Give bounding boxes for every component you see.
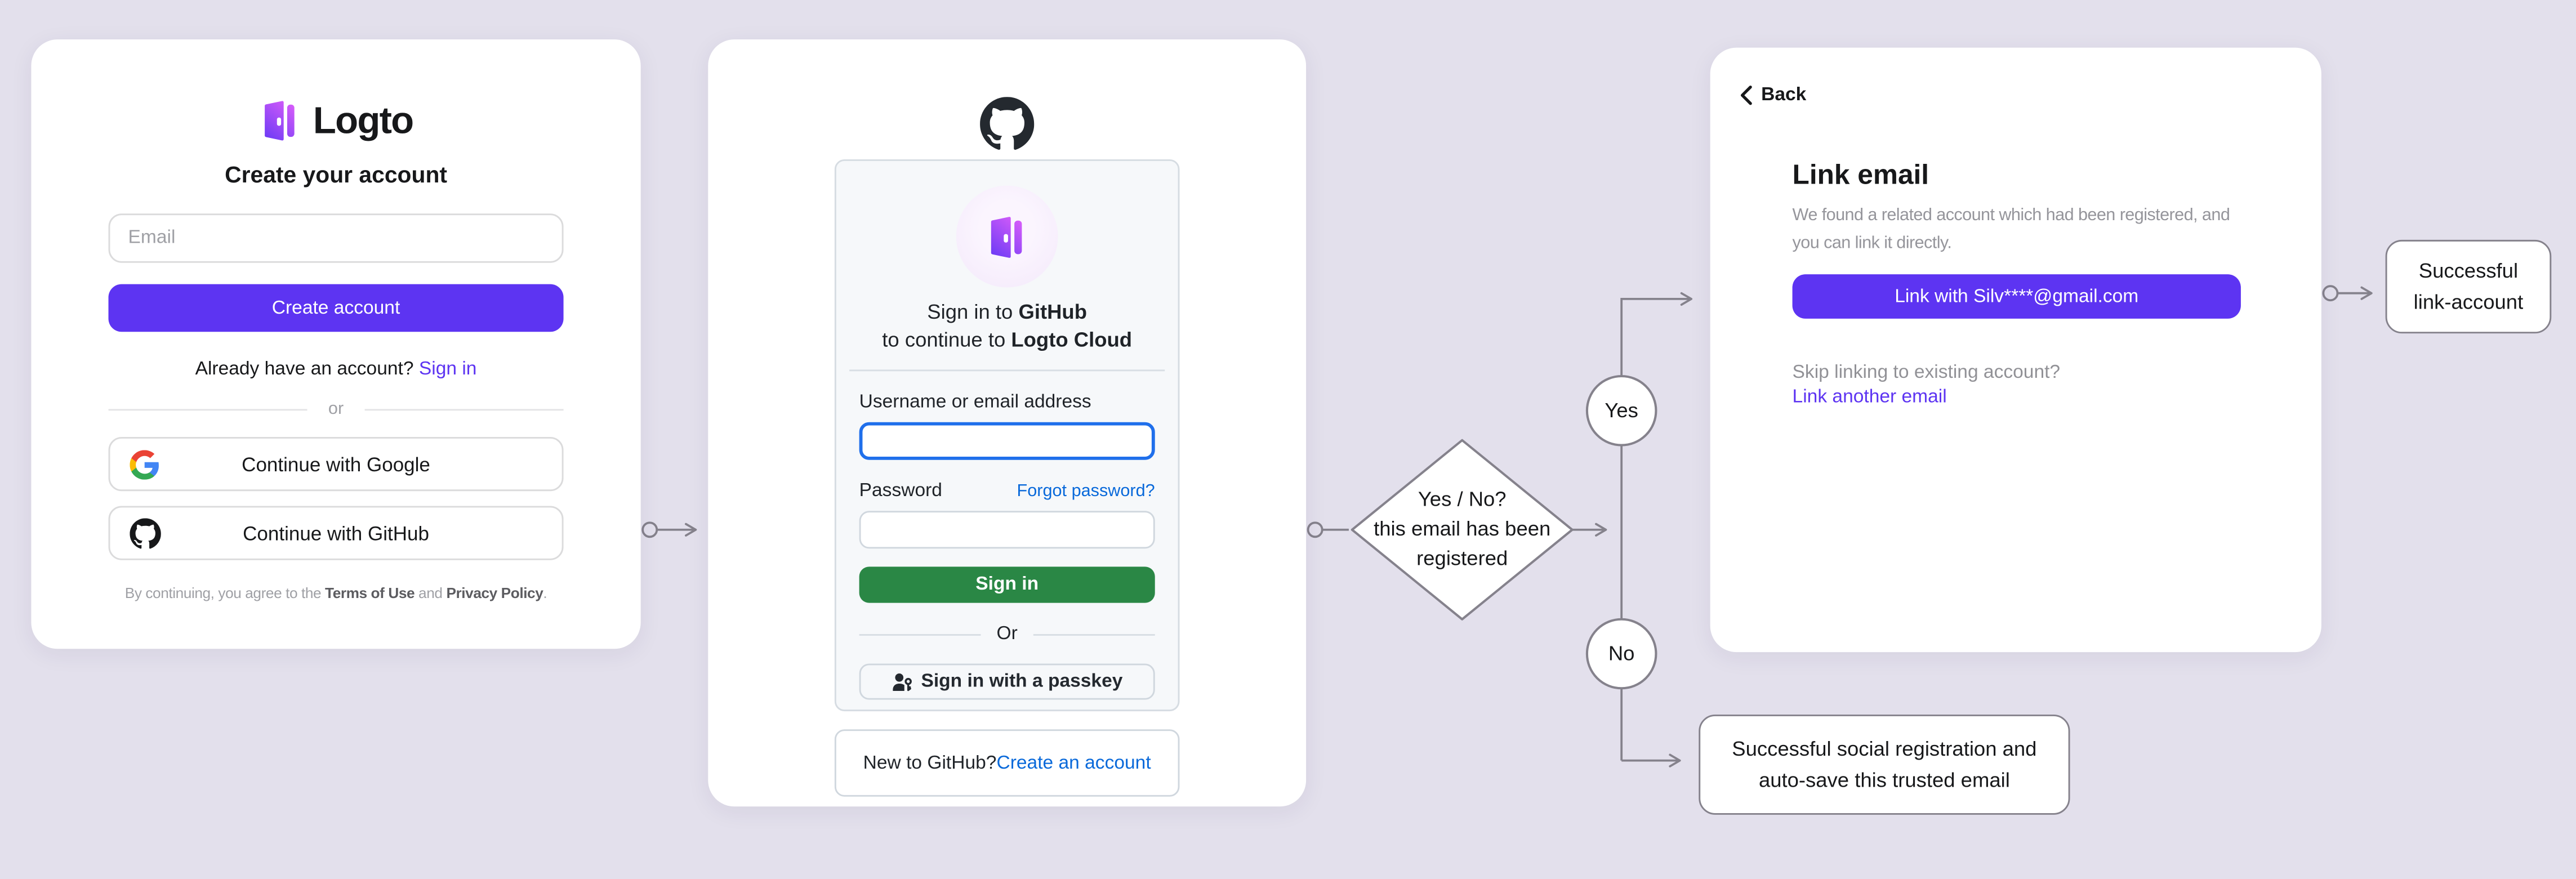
terms-suffix: . (543, 584, 547, 601)
new-to-github-prompt: New to GitHub? (863, 753, 997, 773)
divider-line (108, 408, 307, 410)
decision-diamond (1351, 439, 1574, 621)
link-email-content: Link email We found a related account wh… (1792, 159, 2241, 407)
signup-title: Create your account (225, 160, 447, 188)
passkey-label: Sign in with a passkey (921, 672, 1123, 692)
decision-label: Yes / No? this email has been registered (1374, 488, 1551, 570)
google-icon (130, 449, 159, 479)
continue-to-line: to continue to Logto Cloud (859, 328, 1155, 351)
back-label: Back (1761, 85, 1807, 105)
logto-wordmark: Logto (313, 99, 414, 141)
terms-prefix: By continuing, you agree to the (124, 584, 326, 601)
link-email-description: We found a related account which had bee… (1792, 205, 2230, 253)
new-to-github-box: New to GitHub? Create an account (834, 729, 1180, 797)
divider-line (859, 633, 981, 635)
password-row: Password Forgot password? (859, 481, 1155, 501)
signin-to-github: GitHub (1018, 300, 1088, 324)
chevron-left-icon (1740, 85, 1753, 105)
signin-prompt: Already have an account? (195, 359, 419, 380)
outcome-link-account-box: Successful link-account (2385, 239, 2552, 334)
github-signin-button[interactable]: Sign in (859, 566, 1155, 603)
gh-or-label: Or (996, 624, 1018, 644)
connector-start-dot (1307, 521, 1323, 538)
yes-label: Yes (1605, 399, 1638, 422)
connector-start-dot (641, 521, 658, 538)
github-signin-card: Sign in to GitHub to continue to Logto C… (708, 39, 1307, 807)
terms-mid: and (415, 584, 447, 601)
signin-to-prefix: Sign in to (927, 300, 1019, 324)
no-node (1585, 618, 1657, 690)
link-email-card: Back Link email We found a related accou… (1710, 47, 2321, 653)
continue-to-app: Logto Cloud (1011, 328, 1133, 352)
logto-logo: Logto (109, 99, 564, 143)
signup-card: Logto Create your account Create account… (31, 39, 641, 649)
connector-start-dot (2322, 285, 2339, 302)
gh-or-divider: Or (859, 624, 1155, 644)
passkey-icon (892, 671, 913, 693)
create-an-account-link[interactable]: Create an account (996, 753, 1151, 773)
passkey-button[interactable]: Sign in with a passkey (859, 663, 1155, 700)
username-input[interactable] (859, 422, 1155, 460)
continue-github-label: Continue with GitHub (243, 521, 429, 545)
signin-link[interactable]: Sign in (418, 359, 477, 380)
privacy-policy-link[interactable]: Privacy Policy (446, 584, 543, 601)
or-divider: or (108, 399, 564, 419)
divider-line (365, 408, 564, 410)
github-icon (130, 517, 161, 548)
divider-label: or (328, 399, 344, 419)
link-email-title: Link email (1792, 159, 1929, 191)
password-label: Password (859, 481, 942, 501)
back-button[interactable]: Back (1740, 86, 1806, 105)
continue-google-button[interactable]: Continue with Google (108, 436, 564, 492)
link-another-email-link[interactable]: Link another email (1792, 387, 1947, 408)
link-with-email-button[interactable]: Link with Silv****@gmail.com (1792, 274, 2241, 319)
github-signin-panel: Sign in to GitHub to continue to Logto C… (834, 159, 1180, 712)
yes-node (1585, 374, 1657, 447)
link-another-email-row: Link another email (1793, 387, 2241, 407)
signin-prompt-row: Already have an account? Sign in (109, 360, 564, 380)
terms-text: By continuing, you agree to the Terms of… (109, 584, 564, 601)
continue-google-label: Continue with Google (242, 452, 430, 476)
logto-avatar (956, 185, 1058, 288)
logto-door-icon (259, 99, 302, 143)
create-account-button[interactable]: Create account (108, 284, 564, 332)
terms-of-use-link[interactable]: Terms of Use (325, 584, 415, 601)
email-input[interactable] (108, 213, 564, 263)
username-label: Username or email address (859, 392, 1091, 413)
divider-line (1033, 633, 1155, 635)
signin-to-line: Sign in to GitHub (859, 301, 1155, 324)
github-logo-icon (980, 97, 1035, 159)
continue-to-prefix: to continue to (882, 328, 1011, 352)
outcome-social-registration-box: Successful social registration and auto-… (1699, 714, 2070, 815)
continue-github-button[interactable]: Continue with GitHub (108, 506, 564, 560)
logto-door-icon (990, 216, 1021, 257)
no-label: No (1608, 642, 1635, 666)
password-input[interactable] (859, 511, 1155, 549)
skip-linking-prompt: Skip linking to existing account? (1792, 363, 2061, 383)
panel-divider (849, 369, 1165, 372)
forgot-password-link[interactable]: Forgot password? (1017, 481, 1155, 501)
